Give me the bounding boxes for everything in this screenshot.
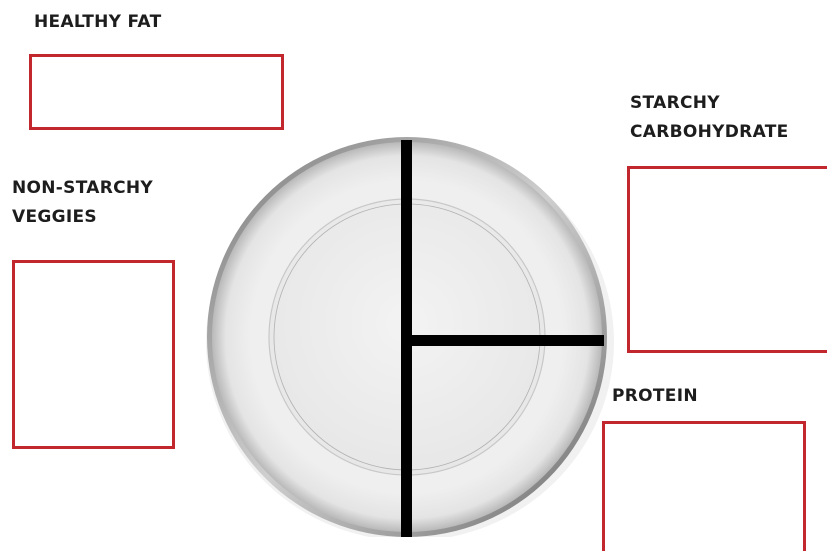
starchy-carbohydrate-label: STARCHY CARBOHYDRATE	[630, 89, 789, 147]
protein-label-text: PROTEIN	[612, 386, 698, 406]
starchy-carbohydrate-answer-box[interactable]	[627, 166, 827, 353]
non-starchy-veggies-label-line-2: VEGGIES	[12, 207, 97, 227]
starchy-carbohydrate-label-line-2: CARBOHYDRATE	[630, 122, 789, 142]
healthy-fat-label-text: HEALTHY FAT	[34, 12, 161, 32]
healthy-fat-label: HEALTHY FAT	[34, 8, 161, 37]
protein-label: PROTEIN	[612, 382, 698, 411]
starchy-carbohydrate-label-line-1: STARCHY	[630, 93, 720, 113]
protein-answer-box[interactable]	[602, 421, 806, 551]
divider-horizontal	[407, 335, 604, 346]
non-starchy-veggies-label-line-1: NON-STARCHY	[12, 178, 153, 198]
non-starchy-veggies-label: NON-STARCHY VEGGIES	[12, 174, 153, 232]
healthy-fat-answer-box[interactable]	[29, 54, 284, 130]
non-starchy-veggies-answer-box[interactable]	[12, 260, 175, 449]
